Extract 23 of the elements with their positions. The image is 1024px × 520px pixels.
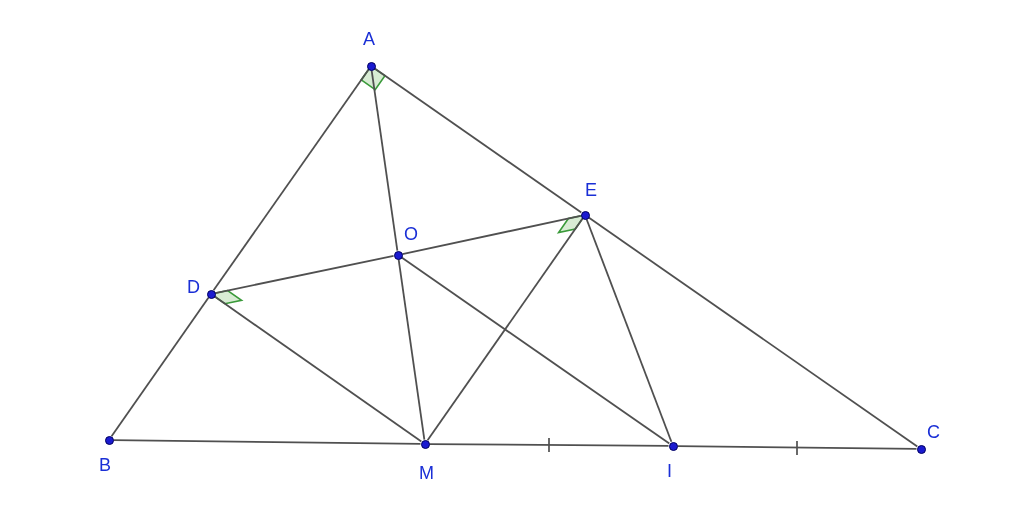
line-segment bbox=[373, 67, 583, 214]
line-segment bbox=[214, 255, 395, 294]
point-label: C bbox=[927, 423, 940, 441]
line-segment bbox=[212, 68, 370, 292]
line-segment bbox=[400, 256, 671, 445]
line-segment bbox=[370, 69, 399, 252]
point-label: E bbox=[585, 181, 597, 199]
line-segment bbox=[426, 217, 584, 442]
point-label: A bbox=[363, 30, 375, 48]
line-segment bbox=[401, 215, 582, 255]
line-segment bbox=[428, 443, 670, 447]
line-segment bbox=[112, 439, 422, 445]
point-label: O bbox=[404, 225, 418, 243]
line-segment bbox=[585, 218, 673, 443]
line-segment bbox=[587, 216, 919, 448]
point-label: I bbox=[667, 462, 672, 480]
line-segment bbox=[213, 295, 423, 443]
line-segment bbox=[676, 445, 918, 450]
line-segment bbox=[110, 296, 210, 438]
point-label: B bbox=[99, 456, 111, 474]
point-label: D bbox=[187, 278, 200, 296]
point-label: M bbox=[419, 464, 434, 482]
line-segment bbox=[397, 258, 426, 441]
